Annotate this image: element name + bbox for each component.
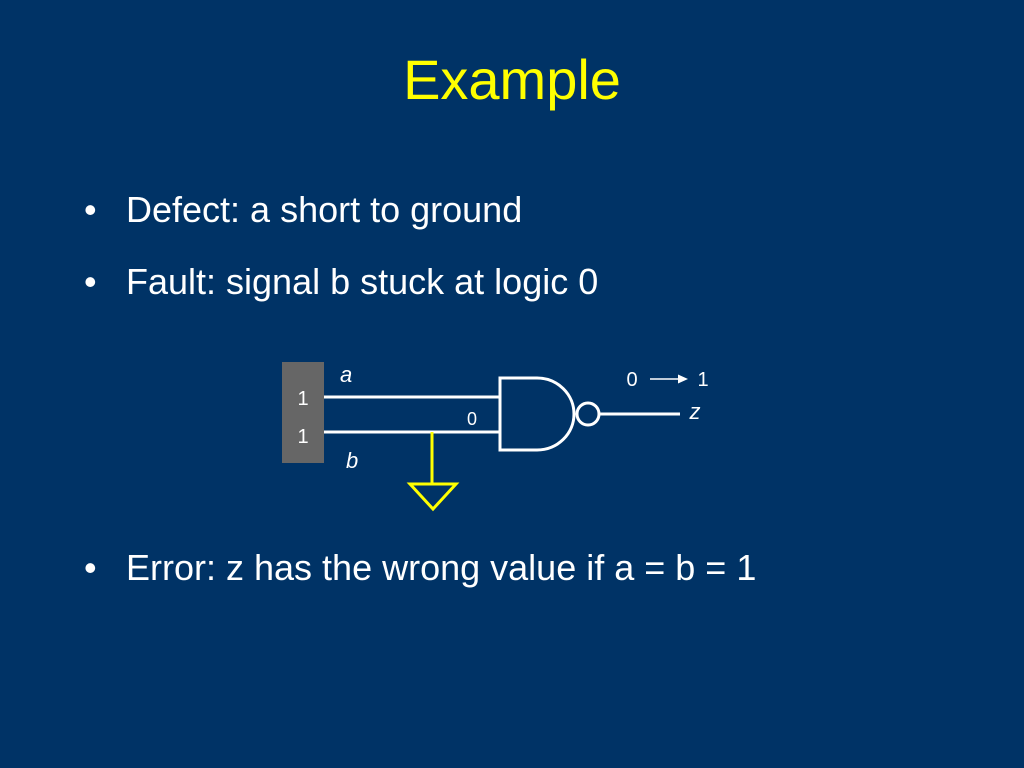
bullet-fault: • Fault: signal b stuck at logic 0 bbox=[84, 260, 598, 304]
label-b: b bbox=[346, 448, 358, 473]
bullet-text: Fault: signal b stuck at logic 0 bbox=[126, 261, 599, 302]
input-b-value: 1 bbox=[297, 426, 308, 448]
bullet-error: • Error: z has the wrong value if a = b =… bbox=[84, 546, 756, 590]
output-to-value: 1 bbox=[697, 369, 708, 391]
bullet-marker: • bbox=[84, 189, 97, 230]
output-from-value: 0 bbox=[626, 369, 637, 391]
bullet-text: Error: z has the wrong value if a = b = … bbox=[126, 547, 757, 588]
input-a-value: 1 bbox=[297, 388, 308, 410]
nand-inversion-bubble bbox=[575, 401, 601, 427]
bullet-defect: • Defect: a short to ground bbox=[84, 188, 522, 232]
output-label-z: z bbox=[689, 399, 701, 424]
stuck-at-value: 0 bbox=[467, 409, 477, 429]
bullet-text: Defect: a short to ground bbox=[126, 189, 523, 230]
transition-arrow-icon bbox=[678, 374, 688, 384]
input-source-box bbox=[282, 362, 324, 463]
label-a: a bbox=[340, 362, 352, 387]
bullet-marker: • bbox=[84, 261, 97, 302]
bullet-marker: • bbox=[84, 547, 97, 588]
nand-gate bbox=[498, 376, 576, 452]
slide-title: Example bbox=[403, 48, 621, 111]
ground-icon bbox=[406, 482, 460, 512]
